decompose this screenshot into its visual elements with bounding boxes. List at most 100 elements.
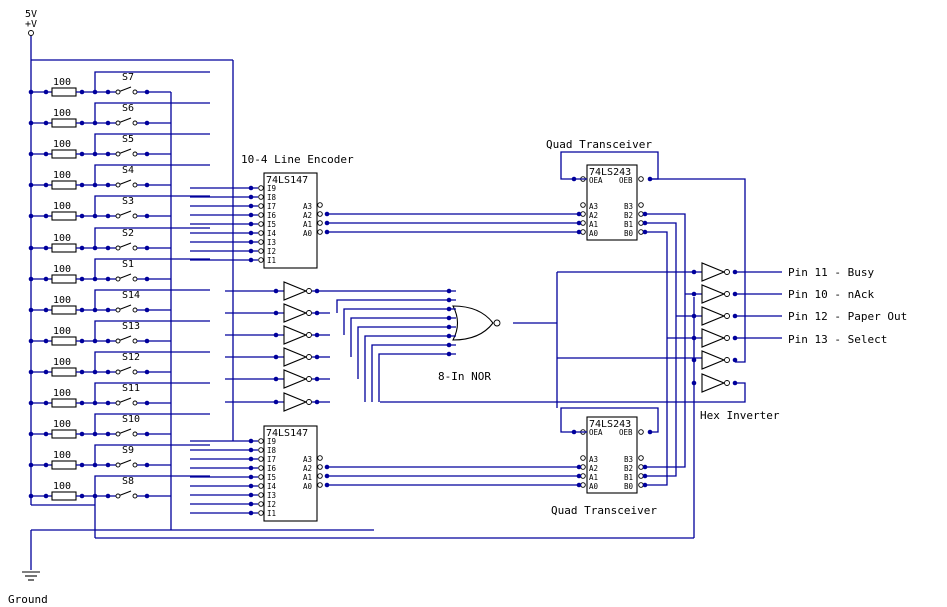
resistor <box>51 149 77 159</box>
junction-dot <box>576 229 582 235</box>
junction-dot <box>248 456 254 462</box>
junction-dot <box>732 380 738 386</box>
resistor <box>51 87 77 97</box>
resistor-label: 100 <box>53 233 71 244</box>
junction-dot <box>43 276 49 282</box>
switch-label: S12 <box>122 352 140 363</box>
switch-label: S11 <box>122 383 140 394</box>
svg-text:I2: I2 <box>267 500 276 509</box>
resistor <box>51 274 77 284</box>
switch-label: S9 <box>122 445 134 456</box>
junction-dot <box>28 89 34 95</box>
ground-label: Ground <box>8 593 48 606</box>
svg-text:I6: I6 <box>267 464 277 473</box>
junction-dot <box>571 176 577 182</box>
junction-dot <box>314 399 320 405</box>
junction-dot <box>105 431 111 437</box>
svg-text:I5: I5 <box>267 473 276 482</box>
junction-dot <box>144 307 150 313</box>
junction-dot <box>105 462 111 468</box>
junction-dot <box>92 213 98 219</box>
junction-dot <box>248 230 254 236</box>
svg-text:A0: A0 <box>303 229 313 238</box>
ground-symbol-icon <box>22 529 374 581</box>
switch-label: S4 <box>122 165 134 176</box>
junction-dot <box>92 89 98 95</box>
junction-dot <box>642 229 648 235</box>
svg-text:I9: I9 <box>267 184 276 193</box>
junction-dot <box>446 351 452 357</box>
svg-text:I7: I7 <box>267 455 276 464</box>
switch-label: S7 <box>122 72 134 83</box>
svg-text:B2: B2 <box>624 464 633 473</box>
junction-dot <box>248 474 254 480</box>
resistor-label: 100 <box>53 170 71 181</box>
resistor <box>51 118 77 128</box>
junction-dot <box>28 276 34 282</box>
svg-text:I2: I2 <box>267 247 276 256</box>
junction-dot <box>273 399 279 405</box>
output-pin-busy: Pin 11 - Busy <box>788 266 874 279</box>
hex-inverter-label: Hex Inverter <box>700 409 780 422</box>
supply-rail-label: +V <box>25 19 37 30</box>
junction-dot <box>144 151 150 157</box>
nor-output-wiring <box>380 271 746 408</box>
junction-dot <box>92 462 98 468</box>
svg-text:I4: I4 <box>267 482 277 491</box>
junction-dot <box>43 431 49 437</box>
junction-dot <box>79 369 85 375</box>
junction-dot <box>105 120 111 126</box>
junction-dot <box>144 182 150 188</box>
svg-text:A2: A2 <box>589 464 598 473</box>
resistor-label: 100 <box>53 450 71 461</box>
encoder-top-title: 10-4 Line Encoder <box>241 153 354 166</box>
svg-text:A3: A3 <box>589 455 598 464</box>
inverter-gate-icon <box>701 373 730 393</box>
resistor <box>51 460 77 470</box>
inverter-gate-icon <box>701 350 730 370</box>
svg-text:A2: A2 <box>303 464 312 473</box>
output-pin-select: Pin 13 - Select <box>788 333 887 346</box>
junction-dot <box>43 369 49 375</box>
supply-voltage-label: 5V <box>25 9 37 20</box>
junction-dot <box>28 369 34 375</box>
input-inverters <box>225 281 330 412</box>
junction-dot <box>691 335 697 341</box>
junction-dot <box>92 431 98 437</box>
svg-text:I9: I9 <box>267 437 276 446</box>
svg-text:I7: I7 <box>267 202 276 211</box>
junction-dot <box>28 493 34 499</box>
junction-dot <box>642 464 648 470</box>
switch-row: 100 S4 <box>31 164 210 190</box>
resistor <box>51 180 77 190</box>
resistor-label: 100 <box>53 139 71 150</box>
junction-dot <box>43 151 49 157</box>
junction-dot <box>642 473 648 479</box>
junction-dot <box>105 151 111 157</box>
resistor-label: 100 <box>53 295 71 306</box>
junction-dot <box>446 306 452 312</box>
junction-dot <box>314 376 320 382</box>
junction-dot <box>79 213 85 219</box>
junction-dot <box>248 221 254 227</box>
svg-text:I8: I8 <box>267 446 277 455</box>
junction-dot <box>144 120 150 126</box>
junction-dot <box>446 324 452 330</box>
inverter-gate-icon <box>701 262 730 282</box>
junction-dot <box>144 462 150 468</box>
junction-dot <box>324 482 330 488</box>
resistor-label: 100 <box>53 108 71 119</box>
junction-dot <box>105 245 111 251</box>
resistor-label: 100 <box>53 326 71 337</box>
junction-dot <box>273 310 279 316</box>
junction-dot <box>324 211 330 217</box>
junction-dots <box>28 89 738 516</box>
transceiver-top-pin-labels: OEA OEB A3 A2 A1 A0 B3 B2 B1 B0 <box>589 176 634 238</box>
svg-text:I3: I3 <box>267 491 276 500</box>
inverter-gate-icon <box>701 328 730 348</box>
